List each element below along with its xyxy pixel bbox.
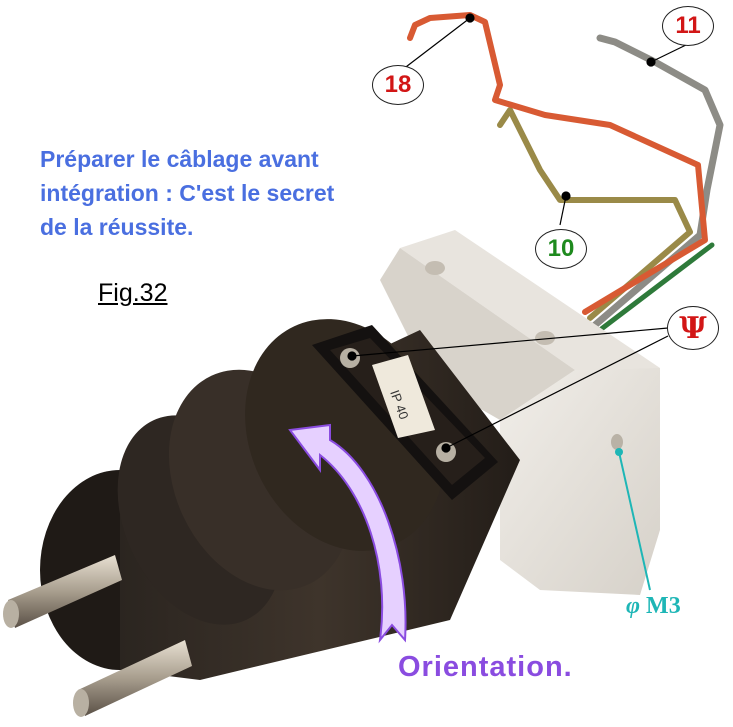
caption-line-2: intégration : C'est le secret xyxy=(40,180,335,206)
plug-label-sticker xyxy=(372,355,435,438)
caption-line-3: de la réussite. xyxy=(40,214,194,240)
leader-lines xyxy=(347,13,687,591)
hole-size: M3 xyxy=(646,593,681,619)
caption: Préparer le câblage avant intégration : … xyxy=(40,142,440,244)
wire-10-badge: 10 xyxy=(535,229,587,269)
caption-line-1: Préparer le câblage avant xyxy=(40,146,319,172)
mounting-box xyxy=(380,230,660,595)
wire-18-badge: 18 xyxy=(372,65,424,105)
phi-symbol: φ xyxy=(626,593,641,619)
wire-11-badge: 11 xyxy=(662,6,714,46)
orientation-arrow xyxy=(288,423,407,644)
orientation-label: Orientation. xyxy=(398,651,573,683)
wires xyxy=(407,12,724,333)
figure-label: Fig.32 xyxy=(98,279,168,307)
psi-badge: Ψ xyxy=(667,306,719,350)
hole-label: φ M3 xyxy=(626,593,681,620)
plug-pins xyxy=(3,555,192,717)
